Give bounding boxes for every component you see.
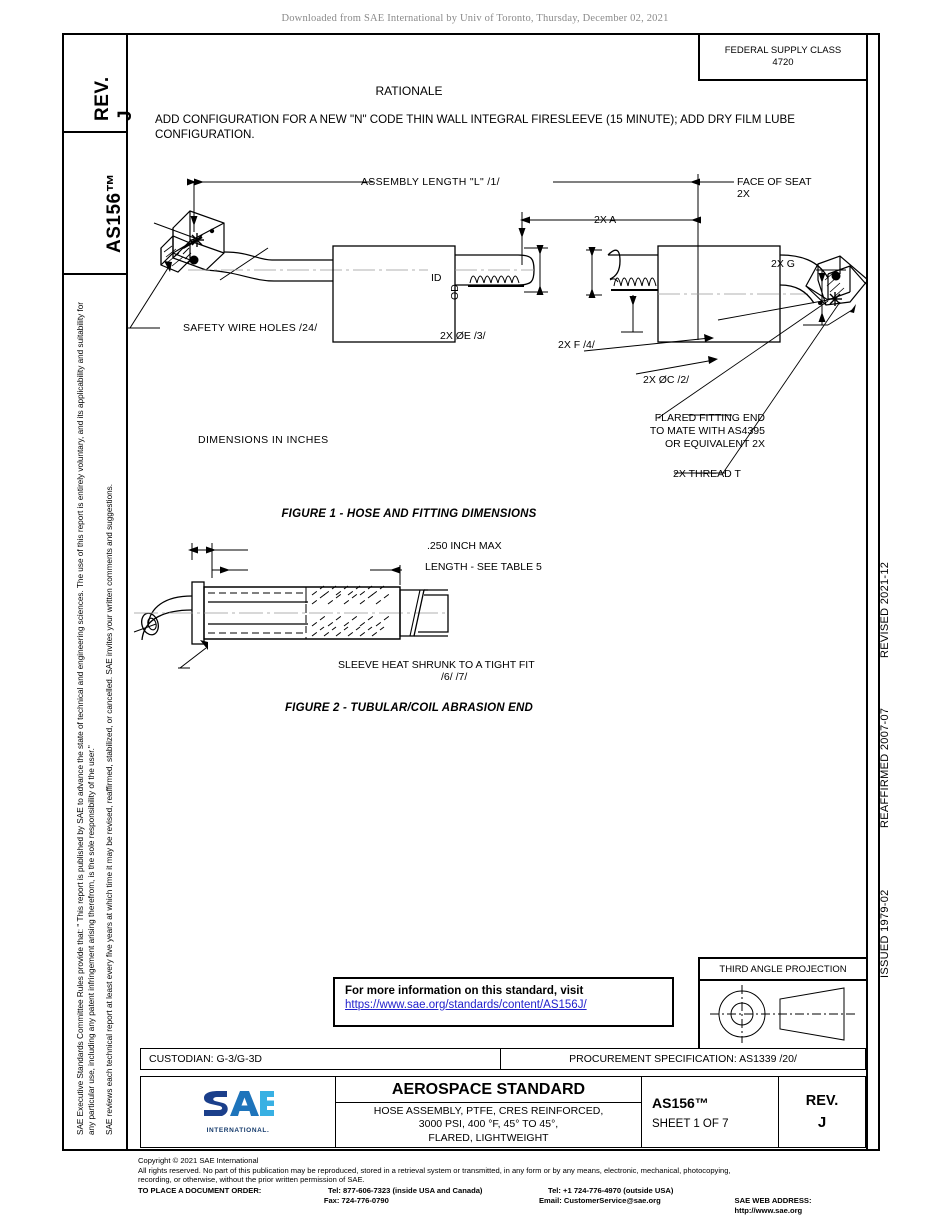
revised-date: REVISED 2021-12 xyxy=(879,561,891,658)
sae-logo-icon xyxy=(204,1090,274,1116)
footer-rights-line-2: recording, or otherwise, without the pri… xyxy=(138,1175,365,1185)
figure2-caption: FIGURE 2 - TUBULAR/COIL ABRASION END xyxy=(284,702,534,714)
fsc-value: 4720 xyxy=(772,57,794,68)
revision-label: REV. xyxy=(805,1093,839,1109)
description-line-3: FLARED, LIGHTWEIGHT xyxy=(428,1131,549,1144)
revision-dates-bar: REVISED 2021-12 REAFFIRMED 2007-07 ISSUE… xyxy=(866,33,891,1151)
label-assembly-length: ASSEMBLY LENGTH "L" /1/ xyxy=(361,176,500,188)
label-flared-line1: FLARED FITTING END xyxy=(654,412,765,424)
label-2x-a: 2X A xyxy=(594,214,617,226)
standard-type: AEROSPACE STANDARD xyxy=(336,1077,641,1103)
footer-copyright: Copyright © 2021 SAE International xyxy=(138,1156,259,1165)
sheet-number: SHEET 1 OF 7 xyxy=(652,1117,729,1130)
title-block-designation: AS156™ SHEET 1 OF 7 xyxy=(642,1077,779,1147)
sae-logo-subtitle: INTERNATIONAL. xyxy=(206,1126,270,1134)
legal-notice-box: SAE Executive Standards Committee Rules … xyxy=(62,275,128,1151)
rev-box-value: J xyxy=(115,109,136,121)
procurement-spec-cell: PROCUREMENT SPECIFICATION: AS1339 /20/ xyxy=(569,1053,797,1065)
revision-value: J xyxy=(817,1114,827,1131)
label-flared-line2: TO MATE WITH AS4395 xyxy=(649,425,765,437)
footer-order-row-1: TO PLACE A DOCUMENT ORDER: Tel: 877-606-… xyxy=(138,1186,878,1196)
label-safety-wire-holes: SAFETY WIRE HOLES /24/ xyxy=(183,322,318,334)
label-2x-g: 2X G xyxy=(771,258,795,270)
footer-fax: Fax: 724-776-0790 xyxy=(323,1196,389,1206)
footer-tel-inside: Tel: 877-606-7323 (inside USA and Canada… xyxy=(328,1185,483,1195)
custodian-row: CUSTODIAN: G-3/G-3D PROCUREMENT SPECIFIC… xyxy=(140,1048,866,1070)
issued-date: ISSUED 1979-02 xyxy=(879,889,891,978)
footer: Copyright © 2021 SAE International All r… xyxy=(138,1156,878,1216)
third-angle-projection-symbol xyxy=(700,981,866,1049)
standard-url-link[interactable]: https://www.sae.org/standards/content/AS… xyxy=(345,999,587,1011)
footer-order-label: TO PLACE A DOCUMENT ORDER: xyxy=(138,1185,262,1195)
label-od: OD xyxy=(449,284,461,300)
footer-rights-line-1: All rights reserved. No part of this pub… xyxy=(138,1165,731,1175)
title-block-main: AEROSPACE STANDARD HOSE ASSEMBLY, PTFE, … xyxy=(336,1077,642,1147)
rationale-heading: RATIONALE xyxy=(375,84,443,98)
title-block: INTERNATIONAL. AEROSPACE STANDARD HOSE A… xyxy=(140,1076,866,1148)
footer-order-row-2: Fax: 724-776-0790 Email: CustomerService… xyxy=(138,1196,878,1215)
reaffirmed-date: REAFFIRMED 2007-07 xyxy=(879,707,891,828)
footer-email: Email: CustomerService@sae.org xyxy=(538,1196,661,1206)
more-information-box: For more information on this standard, v… xyxy=(333,977,674,1027)
drawing-frame xyxy=(62,33,880,1151)
label-length-see-table: LENGTH - SEE TABLE 5 xyxy=(425,561,542,573)
label-sleeve-heat-shrunk: SLEEVE HEAT SHRUNK TO A TIGHT FIT xyxy=(338,659,535,671)
rationale-text: ADD CONFIGURATION FOR A NEW "N" CODE THI… xyxy=(155,113,795,141)
label-250-inch-max: .250 INCH MAX xyxy=(427,540,502,552)
footer-tel-outside: Tel: +1 724-776-4970 (outside USA) xyxy=(548,1185,674,1195)
designation-box-label: AS156™ xyxy=(104,172,125,253)
fsc-label: FEDERAL SUPPLY CLASS xyxy=(724,45,842,56)
standard-description: HOSE ASSEMBLY, PTFE, CRES REINFORCED, 30… xyxy=(336,1103,641,1147)
designation-value: AS156™ xyxy=(652,1094,709,1111)
label-sleeve-notes: /6/ /7/ xyxy=(441,671,468,683)
third-angle-projection-title: THIRD ANGLE PROJECTION xyxy=(700,959,866,981)
more-info-text: For more information on this standard, v… xyxy=(345,985,584,997)
description-line-1: HOSE ASSEMBLY, PTFE, CRES REINFORCED, xyxy=(373,1104,604,1117)
sae-logo: INTERNATIONAL. xyxy=(141,1077,336,1147)
label-id: ID xyxy=(431,272,442,284)
custodian-cell: CUSTODIAN: G-3/G-3D xyxy=(141,1049,501,1069)
federal-supply-class-box: FEDERAL SUPPLY CLASS 4720 xyxy=(698,35,866,81)
label-2x-f: 2X F /4/ xyxy=(558,339,595,351)
title-block-revision: REV. J xyxy=(779,1077,865,1147)
label-2x-oc: 2X ØC /2/ xyxy=(643,374,690,386)
engineering-drawings xyxy=(128,160,866,740)
label-dimensions-units: DIMENSIONS IN INCHES xyxy=(198,434,329,446)
footer-web-address: SAE WEB ADDRESS: http://www.sae.org xyxy=(734,1196,812,1215)
figure1-caption: FIGURE 1 - HOSE AND FITTING DIMENSIONS xyxy=(281,508,537,520)
download-banner: Downloaded from SAE International by Uni… xyxy=(281,13,669,24)
description-line-2: 3000 PSI, 400 °F, 45° TO 45°, xyxy=(418,1118,559,1131)
label-face-of-seat-qty: 2X xyxy=(737,188,750,200)
label-2x-oe: 2X ØE /3/ xyxy=(440,330,486,342)
footer-spacer-2 xyxy=(138,1196,324,1215)
third-angle-projection-box: THIRD ANGLE PROJECTION xyxy=(698,957,866,1049)
label-flared-line3: OR EQUIVALENT 2X xyxy=(665,438,765,450)
designation-box: AS156™ xyxy=(62,133,128,275)
rev-box: REV. J xyxy=(62,33,136,133)
label-2x-thread-t: 2X THREAD T xyxy=(673,468,741,480)
label-face-of-seat: FACE OF SEAT xyxy=(737,176,812,188)
